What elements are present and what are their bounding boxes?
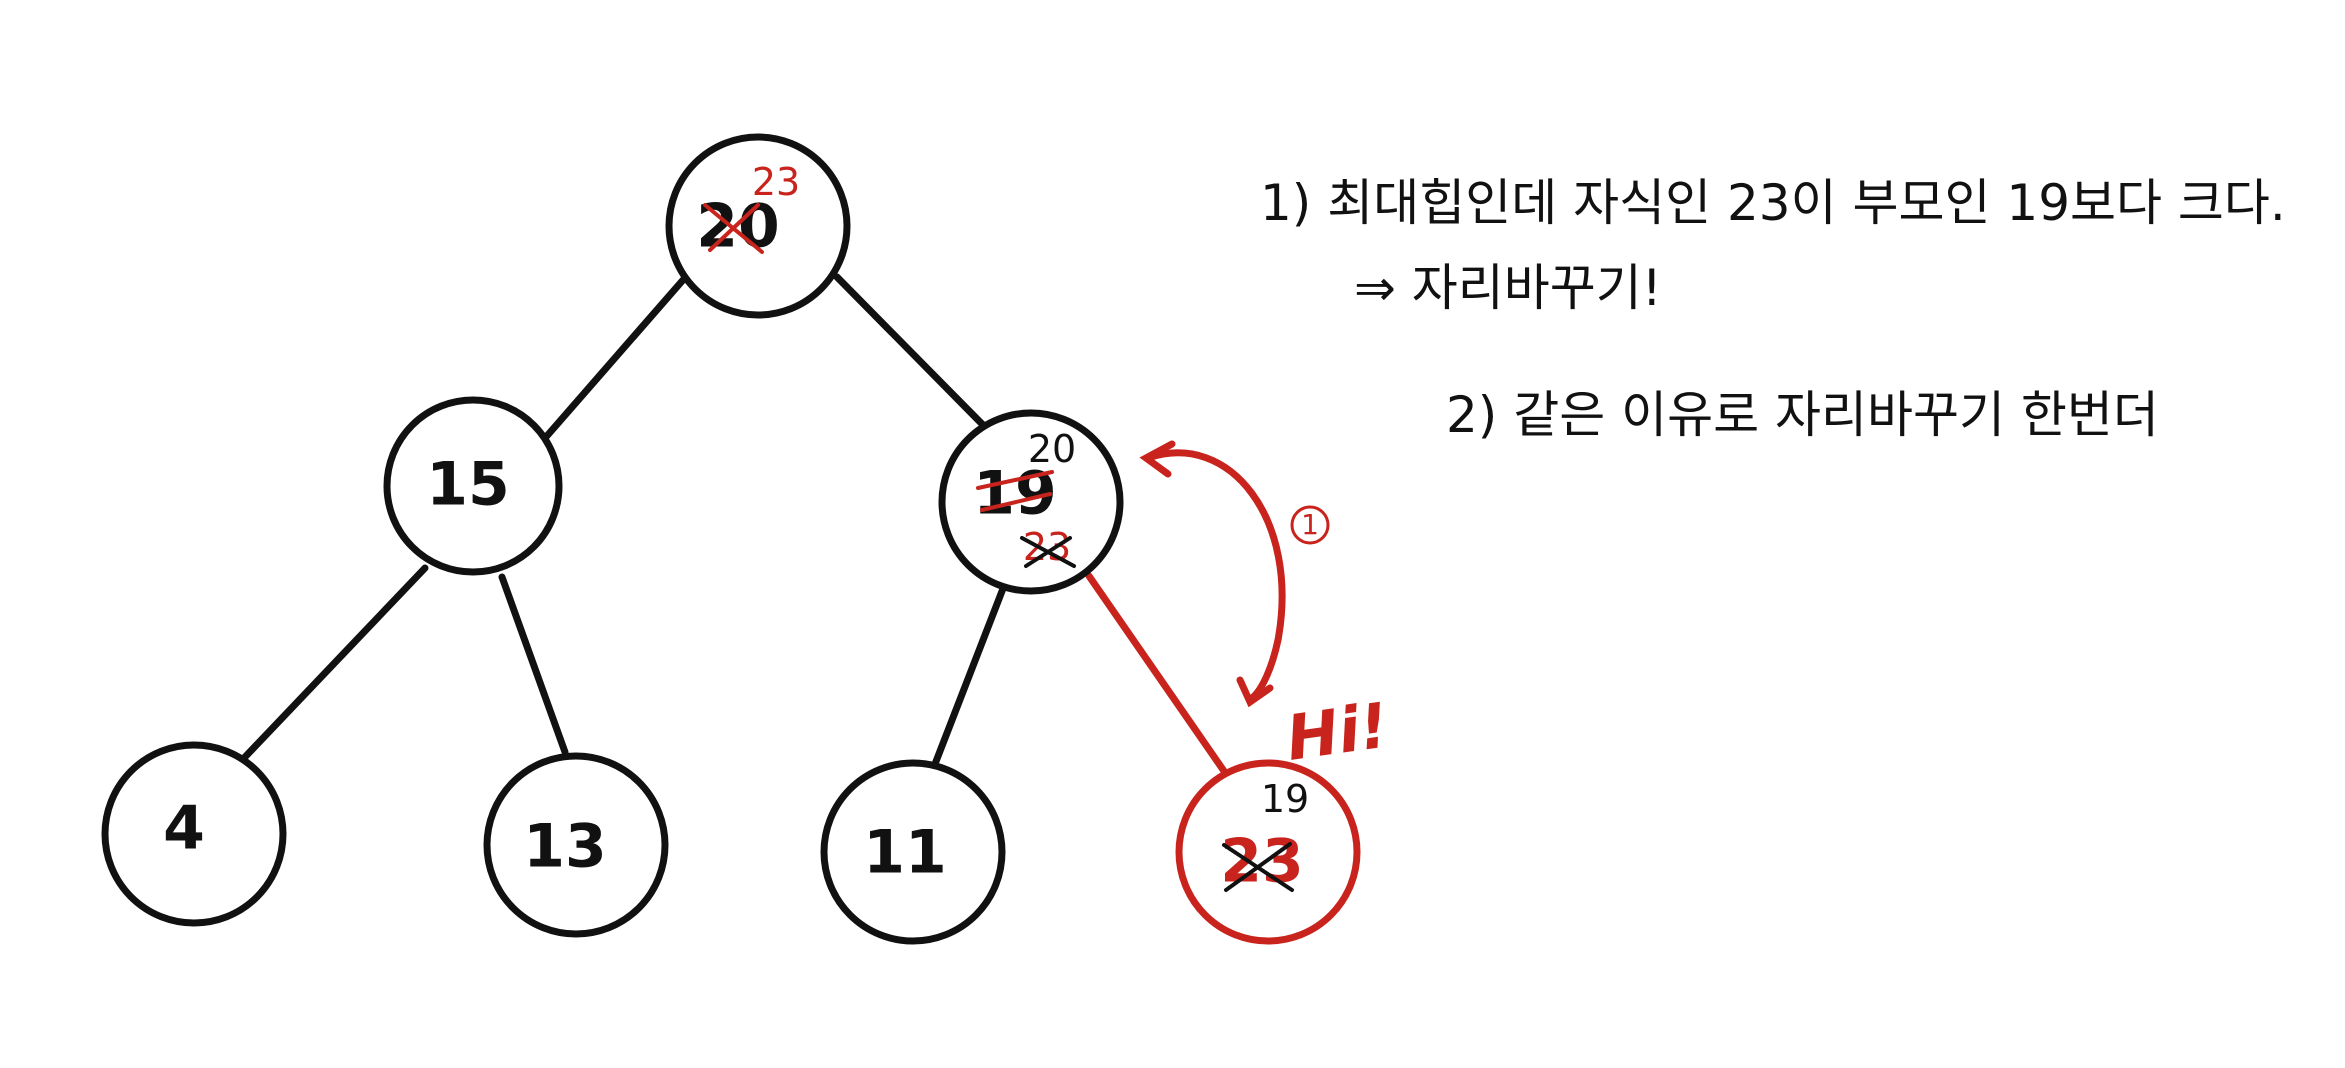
edge-root-right <box>833 273 990 432</box>
node-rr-circle <box>1175 759 1361 945</box>
node-rl: 11 <box>820 759 1006 945</box>
hi-label: Hi! <box>1282 688 1393 774</box>
swap-arrow-head-bottom <box>1236 676 1274 708</box>
swap-arrow <box>1139 440 1286 708</box>
step-marker-circle <box>1290 505 1330 545</box>
node-right-new-value: 20 <box>1028 427 1076 471</box>
step-marker-label: 1 <box>1301 508 1319 541</box>
edge-root-left <box>542 276 687 441</box>
node-rr-new-value: 19 <box>1261 777 1309 821</box>
node-rr-strike <box>1222 842 1294 892</box>
note-line-2: ⇒ 자리바꾸기! <box>1354 259 1662 317</box>
node-left-circle <box>383 396 563 576</box>
node-lr-circle <box>483 752 669 938</box>
node-ll-value: 4 <box>163 794 205 864</box>
node-ll: 4 <box>101 741 287 927</box>
node-right-strike-bottom <box>1020 536 1076 568</box>
node-rr: 23 19 <box>1175 759 1361 945</box>
node-root: 20 23 <box>665 133 851 319</box>
node-ll-circle <box>101 741 287 927</box>
swap-arrow-head-top <box>1139 440 1176 478</box>
edge-right-rl <box>931 582 1008 768</box>
node-lr-value: 13 <box>523 812 607 882</box>
note-line-1: 1) 최대힙인데 자식인 23이 부모인 19보다 크다. <box>1260 174 2286 232</box>
node-root-strike <box>703 203 764 254</box>
node-right-circle <box>938 409 1124 595</box>
step-marker: 1 <box>1290 505 1330 545</box>
note-line-3: 2) 같은 이유로 자리바꾸기 한번더 <box>1446 386 2159 444</box>
node-right-strike-top <box>976 470 1054 512</box>
node-root-circle <box>665 133 851 319</box>
edge-left-ll <box>241 564 429 761</box>
node-rl-circle <box>820 759 1006 945</box>
tree-edges <box>241 273 1230 778</box>
edge-right-rr <box>1085 572 1230 778</box>
swap-arrow-curve <box>1144 449 1286 702</box>
node-right: 19 20 23 <box>938 409 1124 595</box>
node-rl-value: 11 <box>863 818 947 888</box>
node-left-value: 15 <box>426 450 510 520</box>
node-right-value: 19 <box>973 459 1057 529</box>
node-left: 15 <box>383 396 563 576</box>
node-lr: 13 <box>483 752 669 938</box>
notes: 1) 최대힙인데 자식인 23이 부모인 19보다 크다. ⇒ 자리바꾸기! 2… <box>1260 174 2286 444</box>
node-root-new-value: 23 <box>752 160 800 204</box>
edge-left-lr <box>498 573 569 756</box>
